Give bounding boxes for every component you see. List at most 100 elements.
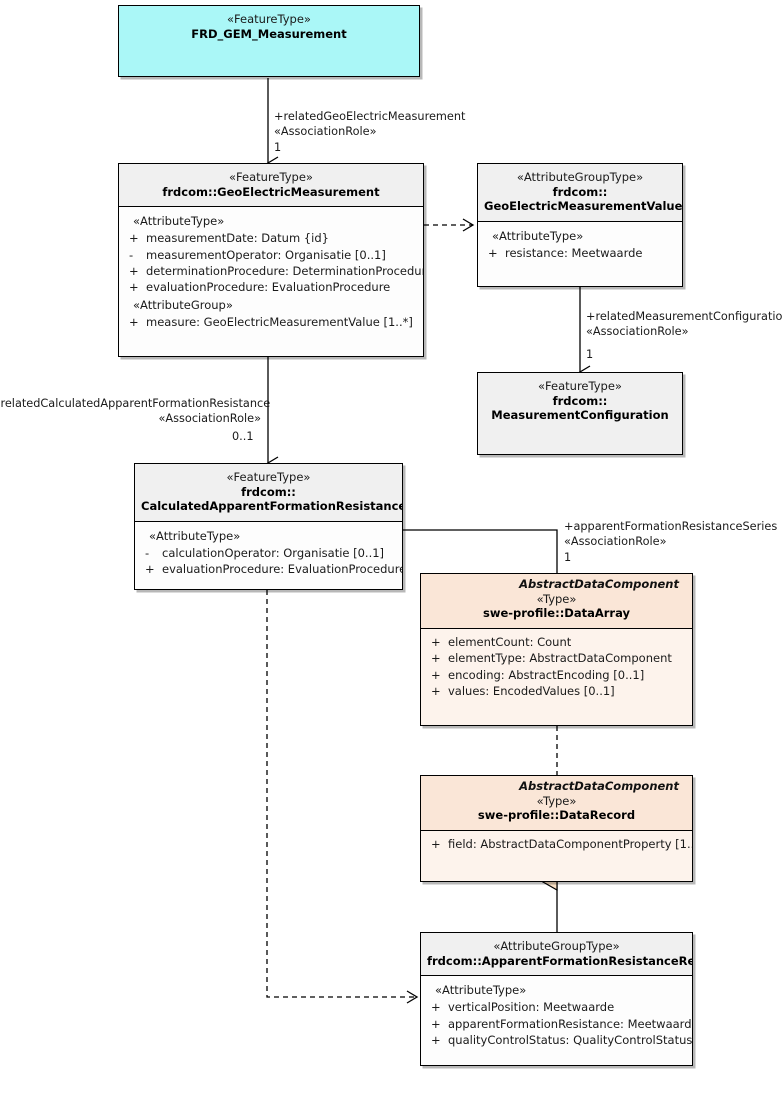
- class-name: swe-profile::DataRecord: [477, 808, 636, 823]
- class-name-line-2: MeasurementConfiguration: [491, 408, 669, 423]
- class-attributes: «AttributeType» + resistance: Meetwaarde: [478, 222, 682, 267]
- attribute-text: measurementDate: Datum {id}: [146, 231, 329, 246]
- class-measurement-configuration[interactable]: «FeatureType» frdcom:: MeasurementConfig…: [477, 372, 683, 455]
- attribute-text: elementCount: Count: [448, 635, 572, 650]
- class-name: frdcom::GeoElectricMeasurement: [162, 184, 380, 199]
- association-role: +apparentFormationResistanceSeries: [564, 520, 778, 533]
- class-attributes: «AttributeType» -calculationOperator: Or…: [135, 522, 402, 584]
- attribute-text: apparentFormationResistance: Meetwaarde: [448, 1016, 693, 1031]
- attribute-row: -measurementOperator: Organisatie [0..1]: [123, 247, 419, 263]
- multiplicity-related-geo-electric-measurement: 1: [274, 141, 282, 154]
- visibility-marker: +: [431, 1016, 441, 1031]
- class-attributes: + elementCount: Count +elementType: Abstr…: [421, 629, 692, 705]
- visibility-marker: +: [129, 231, 139, 246]
- abstract-type-label: AbstractDataComponent: [519, 779, 679, 793]
- visibility-marker: +: [129, 314, 139, 329]
- association-label-related-measurement-configuration: +relatedMeasurementConfiguration «Associ…: [586, 309, 783, 340]
- visibility-marker: +: [431, 837, 441, 852]
- multiplicity-related-measurement-configuration: 1: [586, 348, 594, 361]
- class-attributes: «AttributeType» + verticalPosition: Meetw…: [421, 976, 692, 1054]
- class-data-record[interactable]: AbstractDataComponent «Type» swe-profile…: [420, 775, 693, 882]
- association-role: +relatedGeoElectricMeasurement: [274, 110, 466, 123]
- class-name: FRD_GEM_Measurement: [191, 26, 347, 41]
- class-stereotype: «AttributeGroupType»: [493, 939, 620, 953]
- class-stereotype: «AttributeGroupType»: [516, 170, 644, 184]
- class-attributes: + field: AbstractDataComponentProperty [1…: [421, 831, 692, 858]
- attribute-text: measurementOperator: Organisatie [0..1]: [146, 247, 386, 262]
- class-name-line-1: frdcom::: [552, 393, 608, 408]
- class-name-line-1: frdcom::: [552, 184, 608, 199]
- class-calculated-apparent-formation-resistance[interactable]: «FeatureType» frdcom:: CalculatedApparen…: [134, 463, 403, 590]
- attribute-text: calculationOperator: Organisatie [0..1]: [162, 546, 385, 561]
- class-name: frdcom:: MeasurementConfiguration: [484, 394, 676, 423]
- class-stereotype: «Type»: [536, 793, 577, 808]
- class-stereotype: «FeatureType»: [226, 470, 311, 484]
- class-header: AbstractDataComponent «Type» swe-profile…: [421, 776, 692, 832]
- attribute-row: + apparentFormationResistance: Meetwaarde: [425, 1016, 692, 1032]
- attribute-text: encoding: AbstractEncoding [0..1]: [448, 667, 645, 682]
- attribute-row: + qualityControlStatus: QualityControlSta…: [425, 1032, 692, 1048]
- class-geo-electric-measurement-value[interactable]: «AttributeGroupType» frdcom:: GeoElectri…: [477, 163, 683, 287]
- attribute-row: + verticalPosition: Meetwaarde: [425, 999, 688, 1015]
- attribute-row: +elementType: AbstractDataComponent: [425, 650, 688, 666]
- attribute-text: evaluationProcedure: EvaluationProcedure: [162, 562, 403, 577]
- association-stereotype: «AssociationRole»: [564, 535, 667, 549]
- attribute-row: + evaluationProcedure: EvaluationProcedur…: [123, 279, 419, 295]
- visibility-marker: +: [431, 684, 441, 699]
- class-header: «FeatureType» FRD_GEM_Measurement: [119, 6, 419, 48]
- class-stereotype: «FeatureType»: [229, 170, 313, 184]
- attribute-row: + values: EncodedValues [0..1]: [425, 683, 688, 699]
- visibility-marker: +: [488, 246, 498, 261]
- class-header: AbstractDataComponent «Type» swe-profile…: [421, 574, 692, 630]
- class-apparent-formation-resistance-record[interactable]: «AttributeGroupType» frdcom::ApparentFor…: [420, 932, 693, 1066]
- association-role: +relatedCalculatedApparentFormationResis…: [0, 397, 271, 410]
- class-name-line-1: frdcom::: [241, 484, 296, 499]
- attribute-text: field: AbstractDataComponentProperty [1.…: [448, 837, 693, 852]
- attribute-group-label: «AttributeGroup»: [133, 297, 233, 312]
- visibility-marker: +: [145, 562, 155, 577]
- class-frd-gem-measurement[interactable]: «FeatureType» FRD_GEM_Measurement: [118, 5, 420, 77]
- class-name: frdcom:: CalculatedApparentFormationResi…: [141, 484, 402, 514]
- association-stereotype: «AssociationRole»: [158, 412, 262, 426]
- class-stereotype: «FeatureType»: [538, 379, 622, 393]
- visibility-marker: +: [431, 1000, 441, 1015]
- attribute-text: resistance: Meetwaarde: [505, 246, 643, 261]
- attribute-text: qualityControlStatus: QualityControlStat…: [448, 1033, 693, 1048]
- attribute-group-label: «AttributeType»: [149, 529, 241, 544]
- attribute-row: + field: AbstractDataComponentProperty [1…: [425, 836, 692, 852]
- multiplicity-related-calculated-apparent-formation-resistance: 0..1: [232, 430, 254, 443]
- visibility-marker: +: [431, 1033, 441, 1048]
- visibility-marker: -: [129, 247, 134, 262]
- visibility-marker: -: [145, 546, 150, 561]
- attribute-text: verticalPosition: Meetwaarde: [448, 1000, 615, 1015]
- class-stereotype: «Type»: [536, 591, 577, 606]
- attribute-text: evaluationProcedure: EvaluationProcedure: [146, 280, 391, 295]
- attribute-row: + measure: GeoElectricMeasurementValue [1…: [123, 314, 419, 330]
- attribute-row: -calculationOperator: Organisatie [0..1]: [139, 545, 398, 561]
- class-name-line-2: GeoElectricMeasurementValue: [484, 199, 683, 214]
- visibility-marker: +: [129, 280, 139, 295]
- attribute-row: +encoding: AbstractEncoding [0..1]: [425, 667, 688, 683]
- association-stereotype: «AssociationRole»: [586, 325, 689, 339]
- class-header: «FeatureType» frdcom:: MeasurementConfig…: [478, 373, 682, 454]
- class-data-array[interactable]: AbstractDataComponent «Type» swe-profile…: [420, 573, 693, 726]
- association-role: +relatedMeasurementConfiguration: [586, 310, 783, 323]
- attribute-text: determinationProcedure: DeterminationPro…: [146, 264, 424, 279]
- association-label-apparent-formation-resistance-series: +apparentFormationResistanceSeries «Asso…: [564, 519, 777, 550]
- attribute-row: + measurementDate: Datum {id}: [123, 230, 419, 246]
- association-label-related-geo-electric-measurement: +relatedGeoElectricMeasurement «Associat…: [274, 109, 465, 140]
- connector-calculated-record-dependency: [266, 590, 419, 1004]
- class-name: frdcom:: GeoElectricMeasurementValue: [484, 184, 683, 214]
- association-stereotype: «AssociationRole»: [274, 125, 377, 139]
- attribute-row: + determinationProcedure: DeterminationPr…: [123, 263, 423, 279]
- association-label-related-calculated-apparent-formation-resistance: +relatedCalculatedApparentFormationResis…: [0, 396, 271, 427]
- visibility-marker: +: [431, 635, 441, 650]
- visibility-marker: +: [129, 264, 139, 279]
- multiplicity-apparent-formation-resistance-series: 1: [564, 551, 572, 564]
- attribute-text: values: EncodedValues [0..1]: [448, 684, 615, 699]
- class-geo-electric-measurement[interactable]: «FeatureType» frdcom::GeoElectricMeasure…: [118, 163, 424, 357]
- attribute-group-label: «AttributeType»: [492, 229, 584, 244]
- attribute-text: measure: GeoElectricMeasurementValue [1.…: [146, 314, 413, 329]
- class-header: «AttributeGroupType» frdcom::ApparentFor…: [421, 933, 692, 977]
- attribute-group-label: «AttributeType»: [435, 983, 527, 998]
